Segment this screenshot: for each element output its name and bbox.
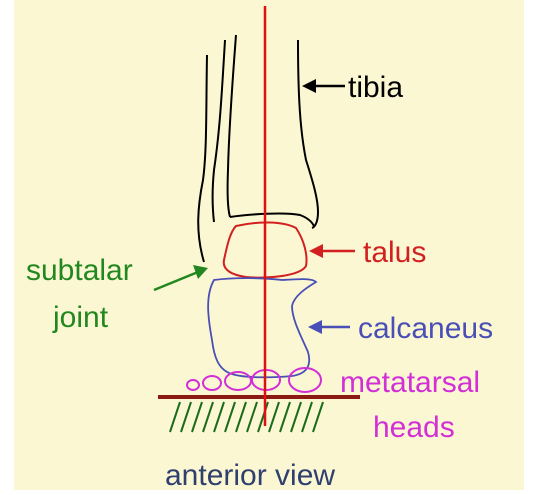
subtalar-label-line2: joint xyxy=(52,301,109,334)
tibia-label: tibia xyxy=(348,71,403,104)
calcaneus-label: calcaneus xyxy=(358,312,493,345)
metatarsal-heads-label-line1: metatarsal xyxy=(340,366,480,399)
subtalar-label-line1: subtalar xyxy=(26,254,133,287)
view-caption: anterior view xyxy=(165,459,335,490)
metatarsal-heads-label-line2: heads xyxy=(373,411,455,444)
talus-label: talus xyxy=(363,236,426,269)
